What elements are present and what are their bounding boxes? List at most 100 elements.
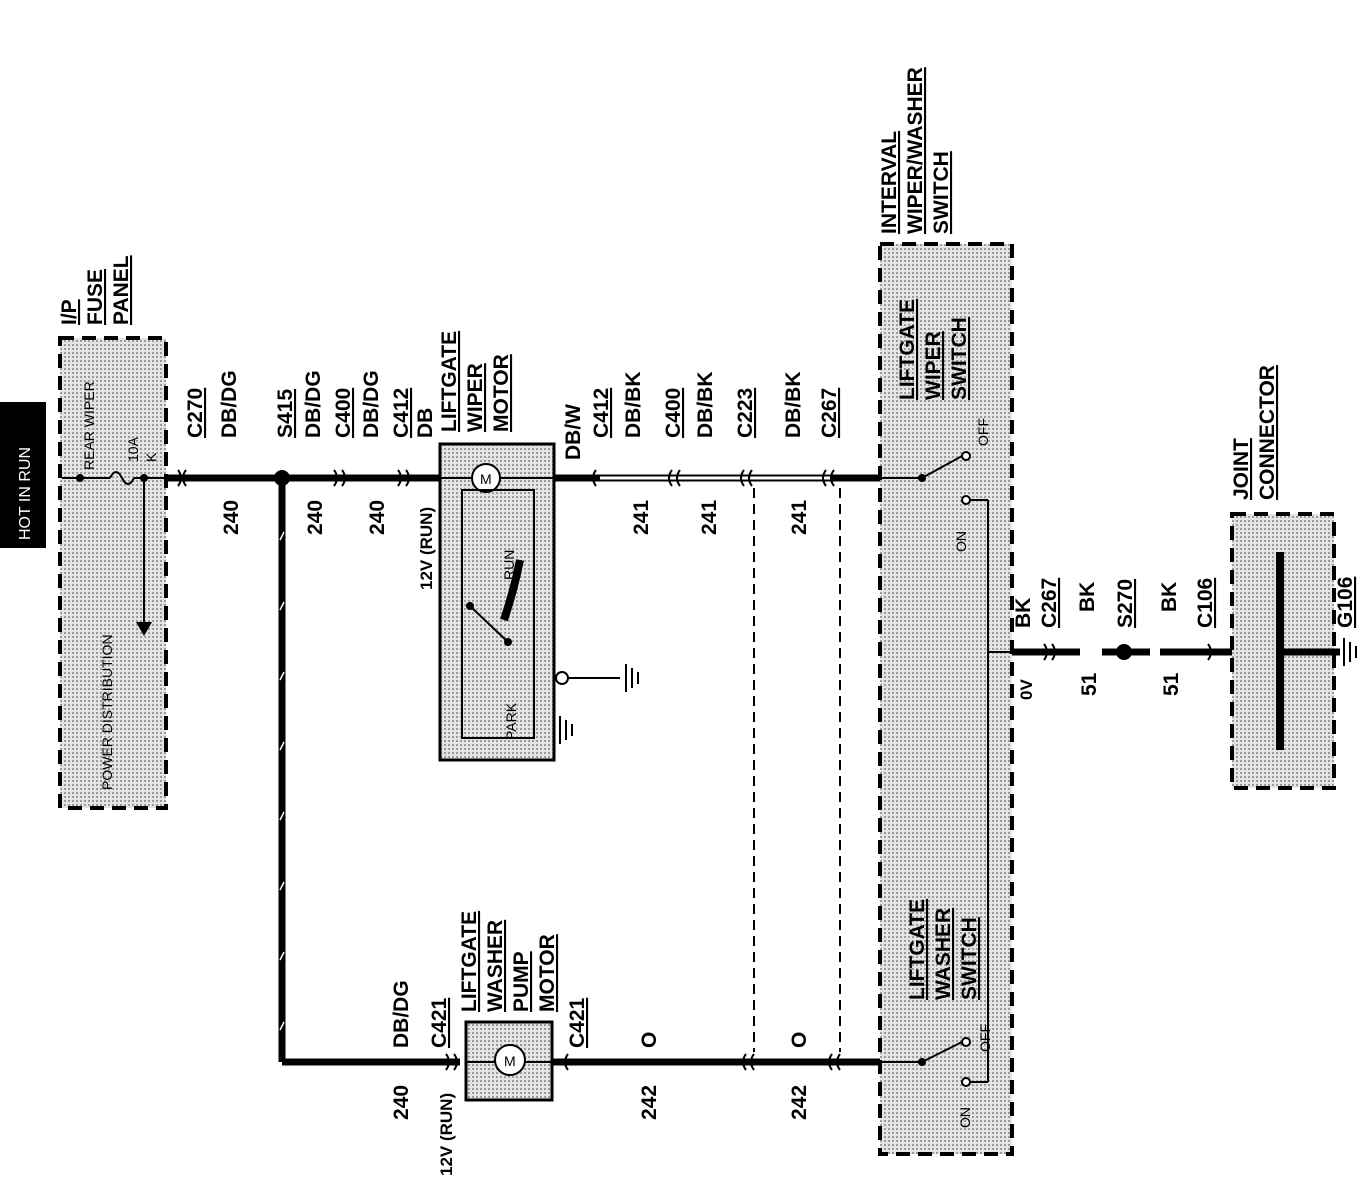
off-label: OFF: [975, 418, 991, 446]
svg-text:PUMP: PUMP: [510, 951, 533, 1012]
circuit-number: 242: [788, 1085, 811, 1120]
wire-color-label: O: [788, 1032, 811, 1048]
svg-text:PANEL: PANEL: [110, 255, 133, 325]
fuse-icon: [109, 471, 135, 485]
circuit-number: 51: [1078, 672, 1101, 696]
svg-text:C421: C421: [566, 997, 589, 1048]
run-label: RUN: [501, 550, 517, 580]
wire-color-label: O: [638, 1032, 661, 1048]
ground-icon: [559, 716, 573, 744]
voltage-label: 12V (RUN): [437, 1093, 456, 1176]
svg-text:I/P: I/P: [58, 299, 81, 325]
fuse-rating: 10A: [125, 436, 141, 462]
svg-text:INTERVAL: INTERVAL: [878, 131, 901, 234]
joint-connector: JOINT CONNECTOR G106: [1230, 365, 1357, 790]
svg-text:HOT IN RUN: HOT IN RUN: [17, 447, 34, 540]
connector-c223: C223: [734, 388, 757, 487]
liftgate-wiper-motor: LIFTGATE WIPER MOTOR M RUN PARK: [438, 331, 639, 762]
svg-text:C400: C400: [662, 388, 685, 438]
svg-text:MOTOR: MOTOR: [490, 354, 513, 432]
circuit-number: 240: [390, 1085, 413, 1120]
wire-color-label: DB/BK: [694, 372, 717, 439]
liftgate-washer-pump-motor: LIFTGATE WASHER PUMP MOTOR M: [458, 911, 559, 1102]
park-label: PARK: [503, 702, 519, 740]
fuse-name: REAR WIPER: [81, 381, 97, 470]
wire-color-label: DB/DG: [218, 370, 241, 438]
hot-in-run-tag: HOT IN RUN: [0, 402, 46, 548]
svg-text:LIFTGATE: LIFTGATE: [458, 911, 481, 1012]
circuit-number: 242: [638, 1085, 661, 1120]
svg-text:C106: C106: [1194, 578, 1217, 628]
svg-text:C223: C223: [734, 388, 757, 438]
svg-text:CONNECTOR: CONNECTOR: [1256, 365, 1279, 500]
svg-text:C412: C412: [390, 388, 413, 438]
svg-text:C267: C267: [818, 388, 841, 438]
svg-text:C421: C421: [428, 997, 451, 1048]
ground-icon: [1343, 638, 1357, 666]
svg-text:MOTOR: MOTOR: [536, 934, 559, 1012]
svg-text:JOINT: JOINT: [1230, 438, 1253, 500]
wire-color-label: DB/BK: [782, 372, 805, 439]
svg-text:M: M: [504, 1053, 516, 1069]
svg-text:WIPER: WIPER: [464, 363, 487, 432]
wire-color-label: BK: [1158, 582, 1181, 612]
voltage-label: 0V: [1017, 679, 1036, 700]
svg-text:LIFTGATE: LIFTGATE: [906, 899, 929, 1000]
svg-text:FUSE: FUSE: [84, 269, 107, 325]
voltage-label: 12V (RUN): [417, 507, 436, 590]
connector-c267: C267: [818, 388, 841, 487]
ground-icon: [625, 664, 639, 692]
svg-text:C267: C267: [1038, 578, 1061, 628]
circuit-number: 241: [630, 500, 653, 535]
svg-text:LIFTGATE: LIFTGATE: [896, 299, 919, 400]
connector-c270: C270: [177, 388, 207, 487]
connector-c412: C412: [390, 388, 413, 487]
wire-color-label: DB/DG: [390, 980, 413, 1048]
connector-c106: C106: [1194, 578, 1217, 661]
svg-text:C412: C412: [590, 388, 613, 438]
interval-wiper-washer-switch: INTERVAL WIPER/WASHER SWITCH LIFTGATE WI…: [878, 67, 1014, 1156]
circuit-number: 241: [698, 500, 721, 535]
wire-color-label: BK: [1076, 582, 1099, 612]
splice-s270: S270: [1114, 579, 1137, 660]
fuse-panel: I/P FUSE PANEL REAR WIPER 10A K POWER DI…: [58, 255, 168, 810]
svg-text:S270: S270: [1114, 579, 1137, 628]
wire-color-label: DB: [414, 408, 437, 438]
svg-text:SWITCH: SWITCH: [948, 317, 971, 400]
connector-c267: C267: [1038, 578, 1061, 661]
connector-c400: C400: [332, 388, 355, 487]
circuit-number: 240: [366, 500, 389, 535]
svg-text:G106: G106: [1334, 577, 1357, 628]
circuit-number: 51: [1160, 672, 1183, 696]
wire-color-label: DB/DG: [302, 370, 325, 438]
connector-c421: C421: [428, 997, 458, 1071]
fuse-terminal: [76, 474, 84, 482]
wire-color-label: BK: [1012, 598, 1035, 628]
off-label: OFF: [977, 1024, 993, 1052]
connector-c412: C412: [590, 388, 613, 487]
wire-color-label: DB/BK: [622, 372, 645, 439]
circuit-number: 241: [788, 500, 811, 535]
svg-text:C270: C270: [184, 388, 207, 438]
power-distribution-label: POWER DISTRIBUTION: [99, 634, 115, 790]
motor-icon: [494, 1044, 526, 1076]
fuse-id: K: [143, 452, 159, 462]
svg-text:WASHER: WASHER: [484, 920, 507, 1012]
svg-text:C400: C400: [332, 388, 355, 438]
svg-text:WIPER/WASHER: WIPER/WASHER: [904, 67, 927, 234]
wire-color-label: DB/W: [562, 404, 585, 460]
on-label: ON: [957, 1107, 973, 1128]
svg-text:S415: S415: [274, 389, 297, 438]
svg-text:M: M: [480, 471, 492, 487]
on-label: ON: [953, 531, 969, 552]
svg-text:SWITCH: SWITCH: [930, 151, 953, 234]
svg-text:SWITCH: SWITCH: [958, 917, 981, 1000]
splice-s415: S415: [274, 389, 297, 486]
svg-text:WASHER: WASHER: [932, 908, 955, 1000]
stripe-marks: [279, 531, 285, 1031]
wire-color-label: DB/DG: [360, 370, 383, 438]
svg-text:LIFTGATE: LIFTGATE: [438, 331, 461, 432]
circuit-number: 240: [304, 500, 327, 535]
connector-c400: C400: [662, 388, 685, 487]
